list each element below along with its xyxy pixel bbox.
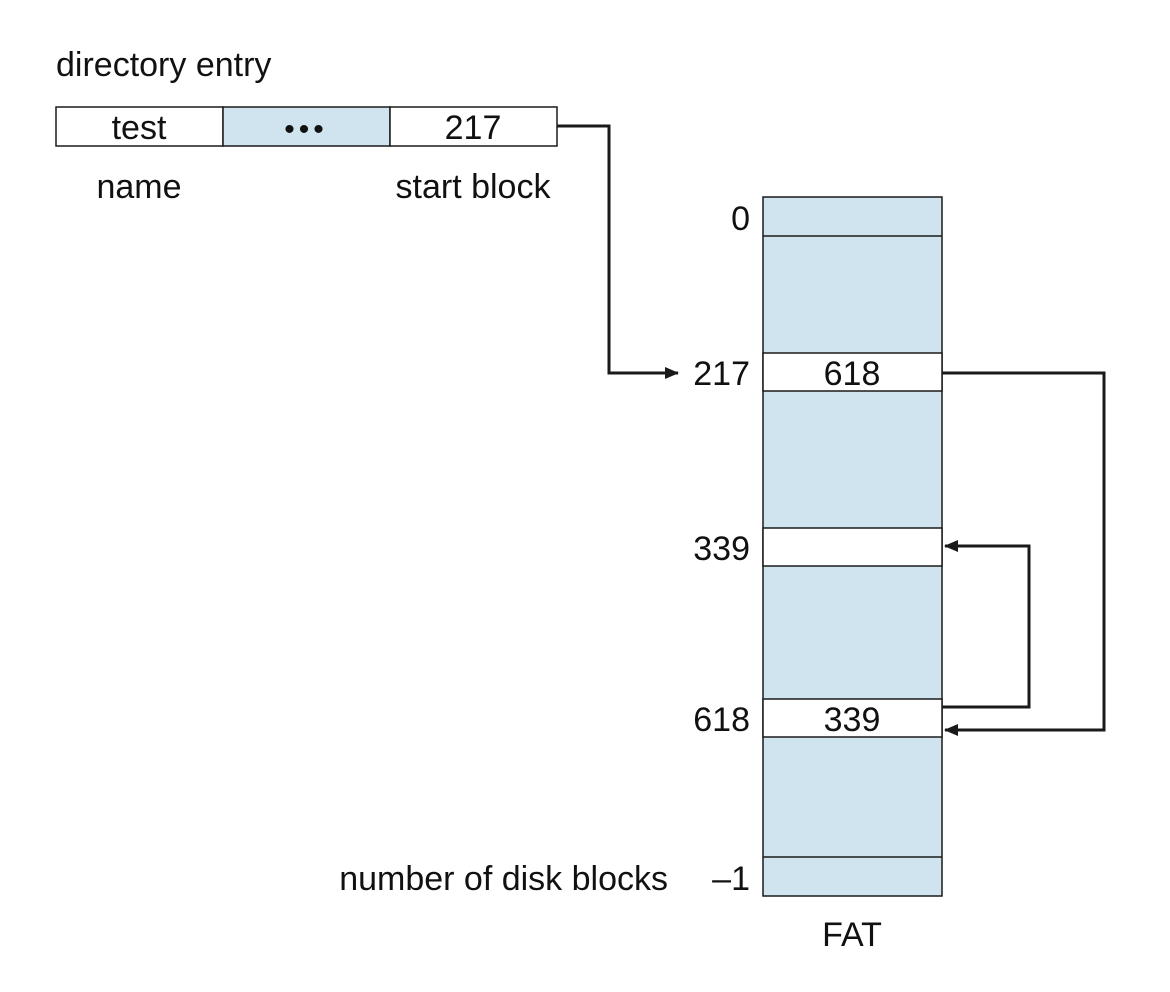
other-fields-ellipsis: ••• [284,113,328,146]
fat-entry-618-value: 339 [824,701,881,739]
fat-index-618: 618 [693,701,750,739]
fat-caption: FAT [822,916,882,954]
fat-size-label: number of disk blocks [339,860,668,898]
directory-entry-record: test ••• 217 [55,106,558,147]
fat-row-618 [762,698,943,738]
start-block-caption: start block [396,168,552,206]
start-block-to-fat-217-arrow [557,124,679,379]
name-field-value: test [112,109,167,147]
fat-index-0: 0 [731,200,750,238]
fat-index-339: 339 [693,530,750,568]
name-caption: name [96,168,181,206]
fat-entry-217-value: 618 [824,355,881,393]
fat-217-to-618-arrow [942,371,1106,736]
directory-entry-title: directory entry [56,46,271,84]
fat-index-217: 217 [693,355,750,393]
fat-index-last: –1 [712,860,750,898]
other-fields [222,106,391,147]
start-block-field [389,106,558,147]
name-field [55,106,224,147]
fat-618-to-339-arrow [942,540,1031,709]
fat-table: 618 339 [762,196,943,897]
fat-row-339 [762,527,943,567]
start-block-value: 217 [445,109,502,147]
